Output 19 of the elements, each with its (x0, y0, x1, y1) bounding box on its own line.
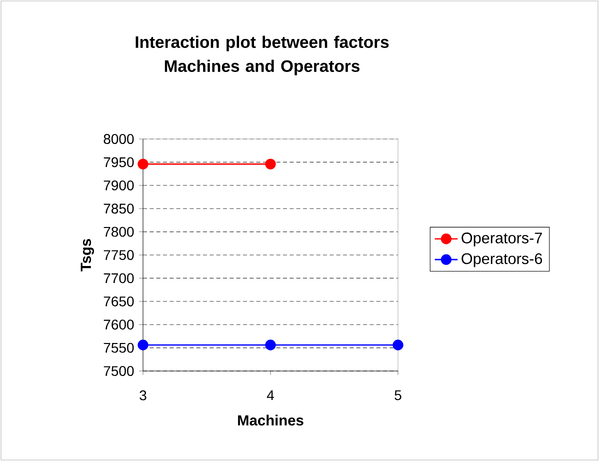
y-tick-label: 7500 (104, 366, 134, 376)
y-tick-label: 7900 (104, 180, 134, 190)
x-tick-label: 4 (266, 390, 274, 400)
y-tick-label: 7800 (104, 226, 134, 237)
legend-label: Operators-7 (462, 232, 542, 246)
x-axis-title: Machines (238, 414, 304, 426)
y-axis-title: Tsgs (80, 239, 94, 272)
x-tick-label: 5 (394, 390, 402, 400)
x-tick-label: 3 (140, 390, 146, 400)
y-tick-label: 7600 (104, 320, 134, 330)
y-tick-label: 7550 (104, 342, 134, 353)
y-tick-label: 7750 (104, 250, 134, 260)
y-tick-label: 7650 (104, 296, 134, 306)
y-tick-label: 8000 (104, 134, 134, 144)
chart-title: Interaction plot between factors Machines and Operators (136, 36, 389, 76)
legend-label: Operators-6 (462, 253, 542, 268)
y-tick-label: 7700 (104, 273, 134, 284)
y-tick-label: 7850 (104, 204, 134, 214)
y-tick-label: 7950 (104, 157, 134, 168)
